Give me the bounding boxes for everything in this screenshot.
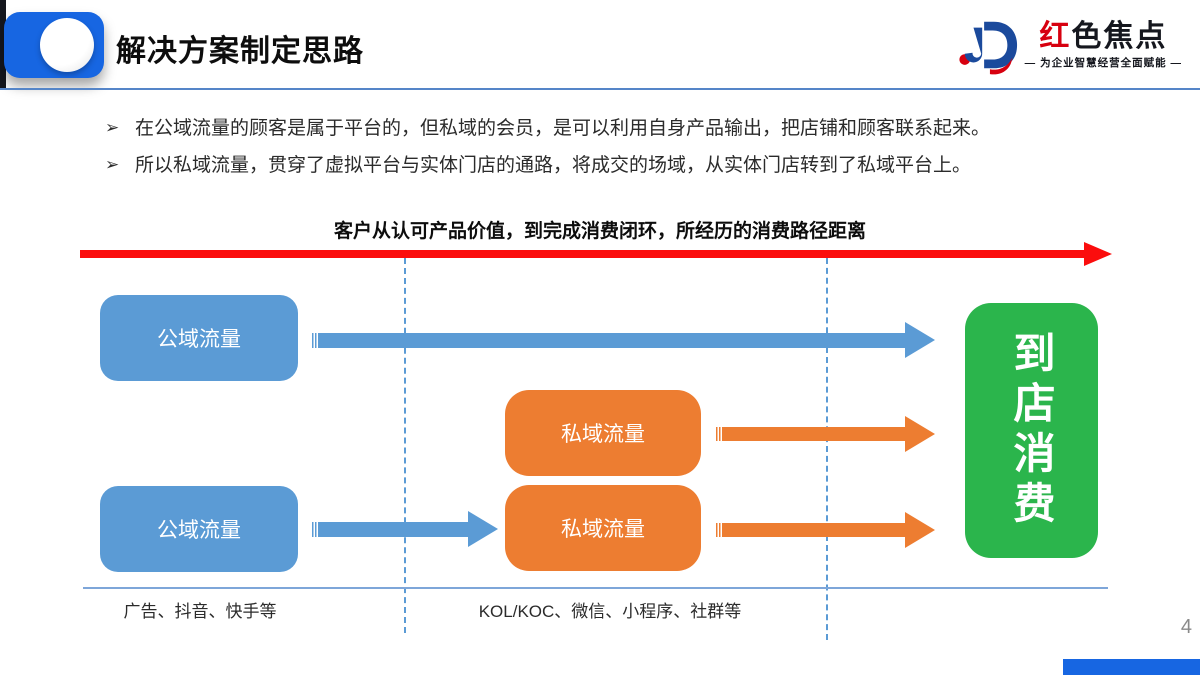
title-circle-decoration xyxy=(40,18,94,72)
consumption-path-arrow xyxy=(80,242,1112,266)
channels-label-public: 广告、抖音、快手等 xyxy=(123,602,277,621)
company-logo-text: 红色焦点 — 为企业智慧经营全面赋能 — xyxy=(1025,20,1182,70)
arrow-head-icon xyxy=(905,322,935,358)
public-to-store-arrow xyxy=(312,322,935,358)
bullet-arrow-icon: ➢ xyxy=(105,154,120,174)
channels-divider xyxy=(83,587,1108,589)
page-title: 解决方案制定思路 xyxy=(116,35,364,68)
dashed-divider-right xyxy=(826,258,828,640)
arrow-head-icon xyxy=(905,512,935,548)
title-pill-decoration xyxy=(4,12,104,78)
diagram-title: 客户从认可产品价值，到完成消费闭环，所经历的消费路径距离 xyxy=(333,221,866,242)
box-label: 到店消费 xyxy=(1008,330,1055,531)
private-traffic-box-bottom: 私域流量 xyxy=(505,485,701,571)
bullet-text: 所以私域流量，贯穿了虚拟平台与实体门店的通路，将成交的场域，从实体门店转到了私域… xyxy=(135,154,972,176)
public-traffic-box-bottom: 公域流量 xyxy=(100,486,298,572)
arrow-head-icon xyxy=(468,511,498,547)
corner-accent-strip xyxy=(0,0,6,88)
company-name-red: 红 xyxy=(1039,20,1072,53)
public-traffic-box-top: 公域流量 xyxy=(100,295,298,381)
arrow-head-icon xyxy=(1084,242,1112,266)
private-traffic-box-top: 私域流量 xyxy=(505,390,701,476)
dashed-divider-left xyxy=(404,258,406,633)
company-name-dark: 色焦点 xyxy=(1071,20,1168,53)
company-logo-icon xyxy=(959,21,1017,75)
store-consumption-box: 到店消费 xyxy=(965,303,1098,558)
box-label: 公域流量 xyxy=(157,328,241,351)
header-divider xyxy=(0,88,1200,90)
company-tagline: — 为企业智慧经营全面赋能 — xyxy=(1024,57,1182,69)
bullet-list: ➢ 在公域流量的顾客是属于平台的，但私域的会员，是可以利用自身产品输出，把店铺和… xyxy=(105,117,1115,191)
box-label: 私域流量 xyxy=(561,518,645,541)
list-item: ➢ 所以私域流量，贯穿了虚拟平台与实体门店的通路，将成交的场域，从实体门店转到了… xyxy=(105,154,1115,178)
arrow-head-icon xyxy=(905,416,935,452)
list-item: ➢ 在公域流量的顾客是属于平台的，但私域的会员，是可以利用自身产品输出，把店铺和… xyxy=(105,117,1115,141)
box-label: 私域流量 xyxy=(561,423,645,446)
footer-accent-bar xyxy=(1063,659,1200,675)
public-to-private-arrow xyxy=(312,511,498,547)
private-top-to-store-arrow xyxy=(716,416,935,452)
box-label: 公域流量 xyxy=(157,519,241,542)
page-number: 4 xyxy=(1180,616,1192,638)
bullet-text: 在公域流量的顾客是属于平台的，但私域的会员，是可以利用自身产品输出，把店铺和顾客… xyxy=(135,118,991,139)
channels-label-private: KOL/KOC、微信、小程序、社群等 xyxy=(478,602,742,621)
company-name: 红色焦点 xyxy=(1039,20,1167,53)
bullet-arrow-icon: ➢ xyxy=(105,118,120,137)
private-bottom-to-store-arrow xyxy=(716,512,935,548)
company-logo: 红色焦点 — 为企业智慧经营全面赋能 — xyxy=(957,14,1182,76)
